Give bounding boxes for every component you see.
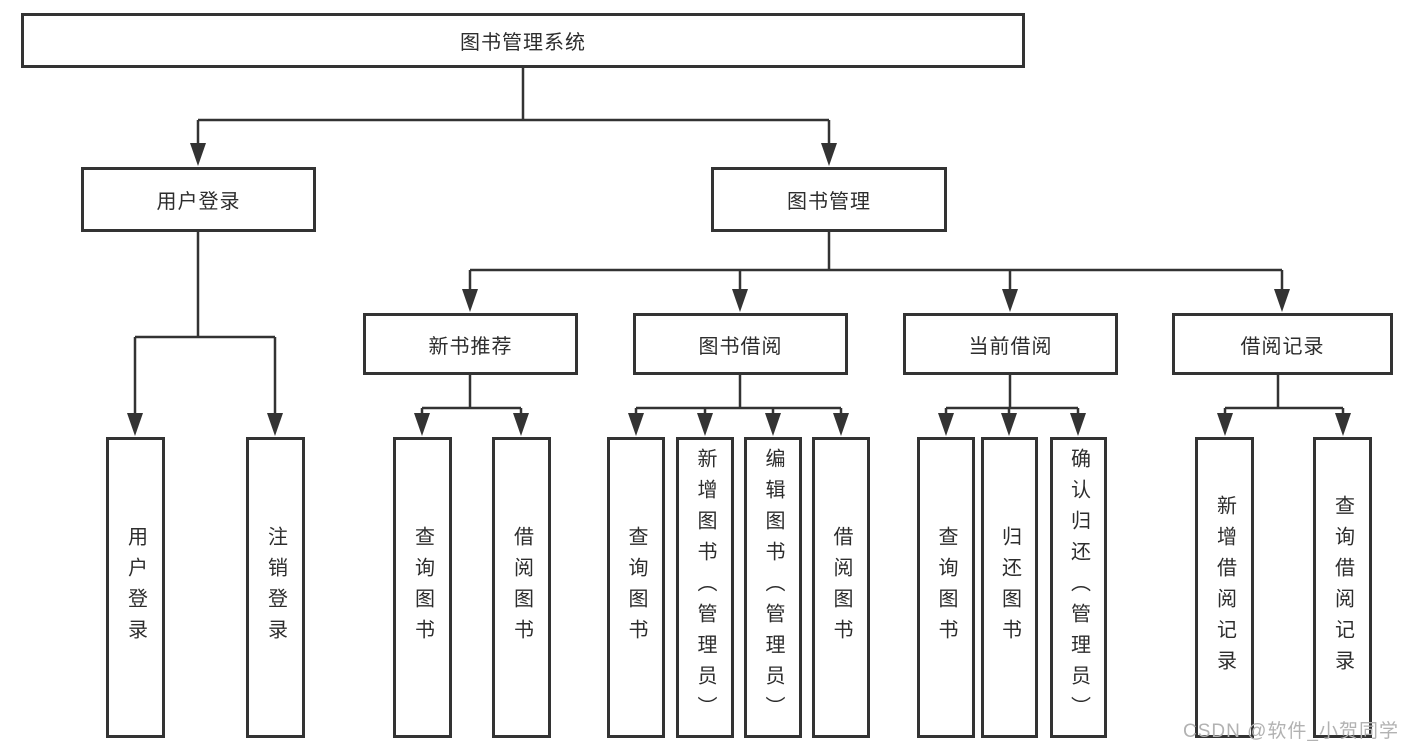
leaf-confirm-return-admin: 确认归还（管理员）: [1050, 437, 1107, 738]
arrowhead: [697, 413, 713, 436]
node-label: 借阅图书: [830, 525, 852, 650]
node-label: 借阅记录: [1240, 335, 1325, 358]
node-label: 确认归还（管理员）: [1067, 448, 1090, 727]
node-label: 用户登录: [156, 191, 241, 213]
node-borrowing-records: 借阅记录: [1172, 313, 1393, 375]
leaf-borrow-books: 借阅图书: [812, 437, 870, 738]
node-label: 新增图书（管理员）: [694, 448, 716, 727]
leaf-logout: 注销登录: [246, 437, 305, 738]
node-user-login: 用户登录: [81, 167, 316, 232]
connector-book-management-to-level3: [468, 232, 1284, 292]
node-label: 编辑图书（管理员）: [762, 448, 784, 727]
node-label: 查询图书: [625, 525, 647, 650]
node-label: 查询借阅记录: [1331, 494, 1354, 681]
node-label: 借阅图书: [510, 525, 533, 650]
arrowhead: [190, 143, 206, 166]
leaf-user-login: 用户登录: [106, 437, 165, 738]
arrowhead: [1001, 413, 1017, 436]
arrowhead: [821, 143, 837, 166]
leaf-query-books-recommendation: 查询图书: [393, 437, 452, 738]
arrowhead: [127, 413, 143, 436]
connector-user-login-to-leaves: [133, 232, 277, 416]
node-label: 查询图书: [935, 525, 957, 650]
arrowhead: [938, 413, 954, 436]
node-label: 新增借阅记录: [1213, 494, 1236, 681]
leaf-borrow-books-recommendation: 借阅图书: [492, 437, 551, 738]
node-label: 查询图书: [411, 525, 434, 650]
arrowhead: [1002, 289, 1018, 312]
node-label: 当前借阅: [968, 335, 1053, 358]
node-label: 图书管理: [787, 191, 871, 213]
leaf-query-books-current: 查询图书: [917, 437, 975, 738]
node-label: 图书借阅: [698, 335, 783, 358]
arrowhead: [1335, 413, 1351, 436]
arrowhead: [1070, 413, 1086, 436]
leaf-add-borrow-record: 新增借阅记录: [1195, 437, 1254, 738]
leaf-query-books-borrowing: 查询图书: [607, 437, 665, 738]
arrowheads: [127, 143, 1351, 436]
node-label: 归还图书: [998, 525, 1021, 650]
leaf-return-books: 归还图书: [981, 437, 1038, 738]
node-book-borrowing: 图书借阅: [633, 313, 848, 375]
node-label: 注销登录: [264, 525, 287, 650]
arrowhead: [462, 289, 478, 312]
node-label: 新书推荐: [428, 335, 513, 358]
connector-root-to-level2: [196, 68, 831, 146]
arrowhead: [414, 413, 430, 436]
arrowhead: [513, 413, 529, 436]
node-current-borrowing: 当前借阅: [903, 313, 1118, 375]
arrowhead: [267, 413, 283, 436]
watermark: CSDN @软件_小贺同学: [1183, 721, 1399, 742]
arrowhead: [732, 289, 748, 312]
arrowhead: [833, 413, 849, 436]
arrowhead: [1274, 289, 1290, 312]
node-label: 用户登录: [124, 525, 147, 650]
node-library-management-system: 图书管理系统: [21, 13, 1025, 68]
arrowhead: [1217, 413, 1233, 436]
leaf-add-books-admin: 新增图书（管理员）: [676, 437, 734, 738]
connector-book-borrow-to-leaves: [634, 375, 843, 416]
leaf-edit-books-admin: 编辑图书（管理员）: [744, 437, 802, 738]
connector-current-borrow-to-leaves: [944, 375, 1080, 416]
leaf-query-borrow-record: 查询借阅记录: [1313, 437, 1372, 738]
node-label: 图书管理系统: [460, 32, 586, 54]
node-new-book-recommendation: 新书推荐: [363, 313, 578, 375]
connector-new-book-rec-to-leaves: [420, 375, 523, 416]
arrowhead: [628, 413, 644, 436]
connector-borrow-records-to-leaves: [1223, 375, 1345, 416]
arrowhead: [765, 413, 781, 436]
node-book-management: 图书管理: [711, 167, 947, 232]
